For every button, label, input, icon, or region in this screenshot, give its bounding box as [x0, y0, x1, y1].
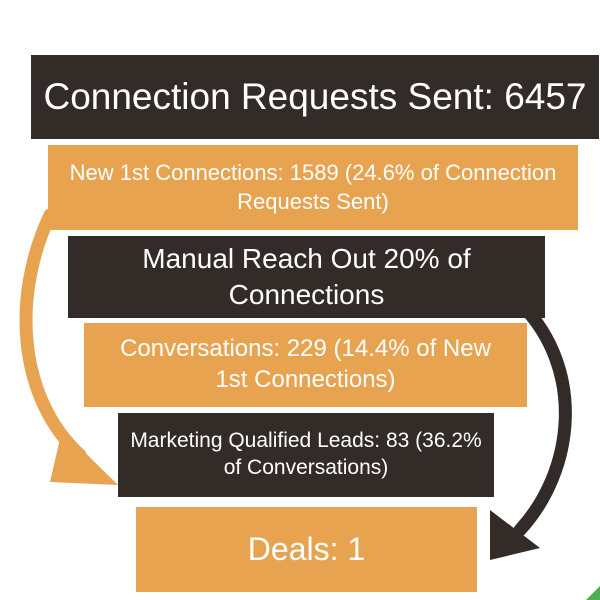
stage-conversations: Conversations: 229 (14.4% of New 1st Con…	[84, 323, 527, 407]
right-arrowhead-icon	[490, 510, 540, 560]
stage-manual-reach-out: Manual Reach Out 20% of Connections	[68, 236, 545, 318]
left-arrowhead-icon	[50, 430, 118, 485]
corner-accent	[586, 586, 600, 600]
right-curved-arrow-icon	[513, 298, 572, 537]
stage-new-connections: New 1st Connections: 1589 (24.6% of Conn…	[48, 145, 578, 230]
stage-connection-requests: Connection Requests Sent: 6457	[31, 55, 599, 139]
stage-marketing-qualified-leads: Marketing Qualified Leads: 83 (36.2% of …	[118, 413, 494, 497]
stage-deals: Deals: 1	[136, 507, 477, 592]
left-curved-arrow-icon	[19, 208, 87, 462]
